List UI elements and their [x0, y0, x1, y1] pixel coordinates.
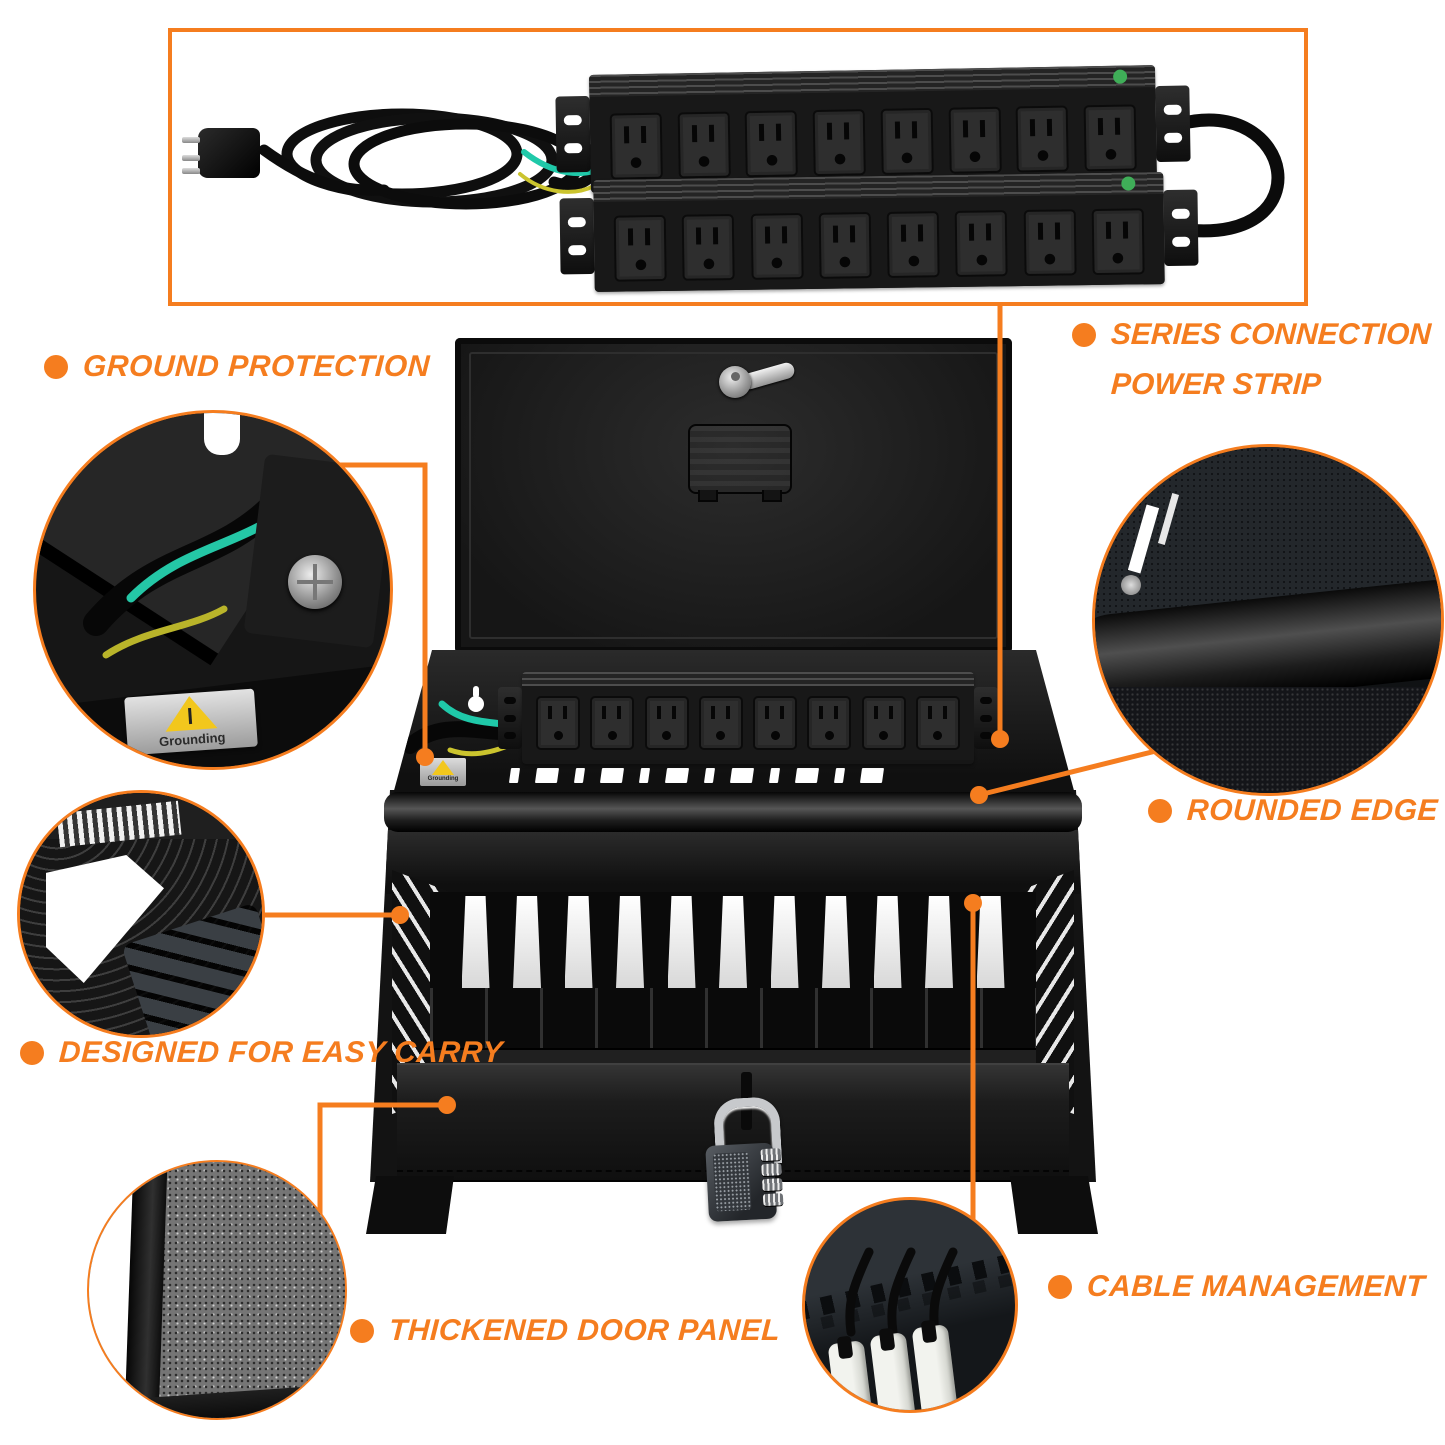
- divider-slot: [770, 896, 799, 988]
- charging-cable: [887, 1247, 916, 1337]
- installed-power-strip: [498, 672, 998, 764]
- plug-prong: [182, 155, 200, 161]
- power-outlet: [698, 696, 743, 750]
- label-text: GROUND PROTECTION: [82, 350, 431, 383]
- mounting-bracket: [243, 453, 390, 649]
- power-outlet: [915, 696, 960, 750]
- divider-lines: [430, 988, 1036, 1050]
- cabinet-top-deck: Grounding: [392, 650, 1076, 798]
- divider-slot: [925, 896, 953, 988]
- screw: [1121, 575, 1141, 595]
- power-outlet: [590, 696, 635, 750]
- power-cord: [258, 144, 390, 196]
- warning-triangle-icon: [163, 694, 218, 732]
- label-rounded-edge: ROUNDED EDGE: [1148, 794, 1439, 827]
- rounded-front-edge: [384, 792, 1082, 832]
- label-series-connection: SERIES CONNECTION POWER STRIP: [1072, 318, 1432, 401]
- cabinet-open-lid: [455, 338, 1012, 653]
- plug-ground-prong: [182, 168, 200, 174]
- bullet-icon: [20, 1041, 44, 1065]
- front-top-rail: [386, 830, 1080, 894]
- divider-slot: [616, 896, 644, 988]
- label-text: ROUNDED EDGE: [1186, 794, 1439, 827]
- power-outlet: [807, 696, 852, 750]
- charging-cable: [929, 1247, 958, 1337]
- power-strip-body: [522, 672, 974, 764]
- thickened-door-detail-circle: [87, 1160, 347, 1420]
- label-cable-management: CABLE MANAGEMENT: [1048, 1270, 1426, 1303]
- textured-panel: [1095, 687, 1441, 793]
- rounded-edge-detail-circle: [1092, 444, 1444, 796]
- grounding-sticker-text: Grounding: [427, 776, 459, 782]
- grounding-warning-sticker: Grounding: [124, 688, 258, 756]
- ground-leader-line: [338, 462, 428, 757]
- power-strip-showcase-box: [168, 28, 1308, 306]
- plug-prong: [182, 137, 200, 143]
- bullet-icon: [44, 355, 68, 379]
- divider-slot: [461, 896, 490, 988]
- bullet-icon: [350, 1319, 374, 1343]
- label-text: DESIGNED FOR EASY CARRY: [58, 1036, 504, 1069]
- strip-bevel: [522, 672, 974, 686]
- divider-slot: [719, 896, 747, 988]
- bullet-icon: [1148, 799, 1172, 823]
- divider-slots: [438, 896, 1028, 990]
- divider-slot: [564, 896, 593, 988]
- lock-hasp: [741, 1072, 752, 1130]
- bullet-icon: [1048, 1275, 1072, 1299]
- cabinet-interior: [430, 892, 1036, 1064]
- label-text: POWER STRIP: [1110, 368, 1322, 401]
- ground-wire-yellow: [518, 172, 596, 194]
- divider-slot: [667, 896, 696, 988]
- label-text: THICKENED DOOR PANEL: [388, 1314, 782, 1347]
- keyhole-mount-slot: [204, 413, 240, 455]
- power-outlet: [536, 696, 581, 750]
- mounting-bracket: [498, 687, 522, 749]
- divider-slot: [822, 896, 850, 988]
- power-outlet: [861, 696, 906, 750]
- power-plug: [182, 128, 260, 178]
- label-ground-protection: GROUND PROTECTION: [44, 350, 431, 383]
- cabinet-foot-left: [366, 1176, 454, 1234]
- series-connection-cable: [1173, 113, 1285, 238]
- bullet-icon: [1072, 323, 1096, 347]
- label-text: CABLE MANAGEMENT: [1086, 1270, 1426, 1303]
- bottom-shelf: [430, 1048, 1036, 1064]
- divider-slot: [976, 896, 1005, 988]
- cable-management-detail-circle: [802, 1197, 1018, 1413]
- power-outlet: [753, 696, 798, 750]
- charging-cable: [845, 1247, 874, 1337]
- phillips-screw: [288, 555, 342, 609]
- label-text: SERIES CONNECTION: [1110, 318, 1432, 351]
- label-easy-carry: DESIGNED FOR EASY CARRY: [20, 1036, 504, 1069]
- cabinet-foot-right: [1010, 1176, 1098, 1234]
- divider-slot: [873, 896, 902, 988]
- ground-protection-detail-circle: Grounding: [33, 410, 393, 770]
- ground-wire-yellow: [102, 605, 228, 659]
- warning-triangle-icon: [432, 760, 454, 775]
- outlet-row: [522, 686, 974, 760]
- divider-slot: [513, 896, 541, 988]
- power-outlet: [644, 696, 689, 750]
- easy-carry-detail-circle: [17, 790, 265, 1038]
- keyhole-mount-slot: [468, 686, 484, 712]
- label-thickened-door: THICKENED DOOR PANEL: [350, 1314, 782, 1347]
- grounding-sticker-text: Grounding: [158, 729, 226, 750]
